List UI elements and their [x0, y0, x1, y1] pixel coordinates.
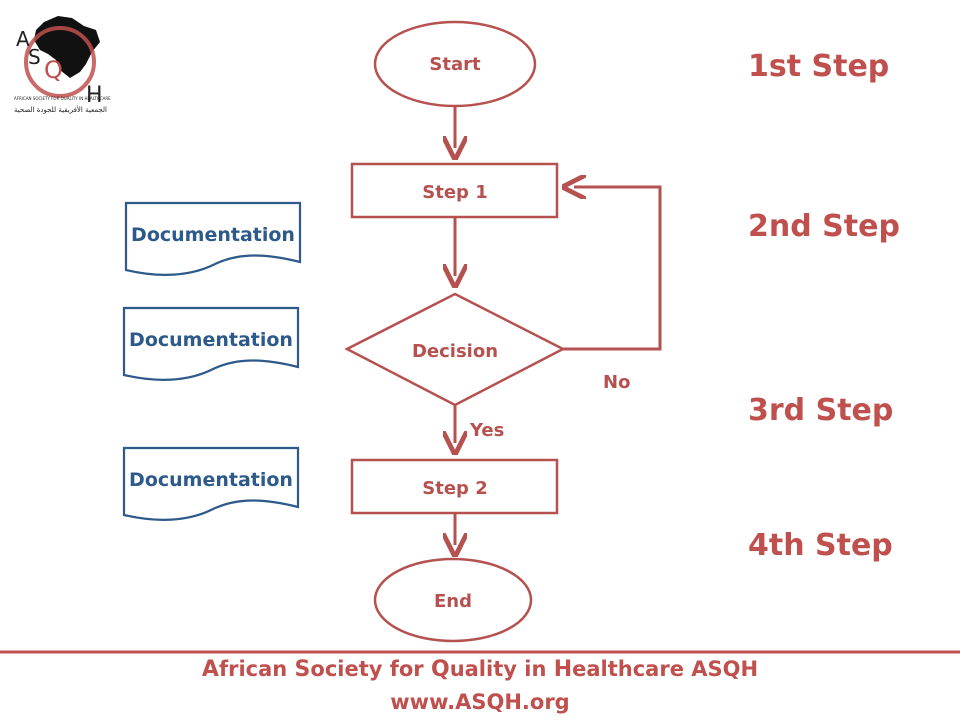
- logo-subtitle-ar: الجمعية الأفريقية للجودة الصحية: [14, 105, 107, 114]
- asqh-logo: A S Q H AFRICAN SOCIETY FOR QUALITY IN H…: [14, 16, 111, 114]
- footer-part-1-cap: A: [201, 657, 219, 682]
- footer-part-4-rest: ealthcare ASQH: [572, 657, 759, 681]
- documentation-label-1: Documentation: [131, 224, 295, 246]
- arrow-decision-no-loop: [563, 187, 662, 351]
- logo-red-ring-icon: [24, 26, 96, 98]
- footer-part-4-cap: H: [553, 657, 573, 682]
- documentation-box-1: Documentation: [124, 201, 302, 276]
- end-node: [373, 557, 533, 643]
- footer-part-3-rest: uality in: [449, 657, 554, 681]
- documentation-label-3: Documentation: [129, 469, 293, 491]
- logo-letter-a: A: [16, 27, 30, 51]
- logo-letter-s: S: [28, 45, 41, 69]
- yes-label: Yes: [469, 420, 504, 441]
- decision-label: Decision: [412, 341, 498, 362]
- no-label: No: [603, 372, 630, 393]
- logo-letter-h: H: [86, 83, 103, 108]
- step-label-2nd: 2nd Step: [748, 209, 900, 244]
- step1-box: [350, 162, 559, 219]
- step1-label: Step 1: [422, 182, 487, 203]
- footer-website-link[interactable]: www.ASQH.org: [390, 690, 570, 714]
- documentation-box-3: Documentation: [122, 446, 300, 521]
- step2-box: [350, 458, 559, 515]
- footer-part-2-cap: S: [294, 657, 311, 682]
- step-label-1st: 1st Step: [748, 49, 889, 84]
- logo-subtitle-en: AFRICAN SOCIETY FOR QUALITY IN HEALTHCAR…: [14, 96, 111, 101]
- footer-part-2-rest: ociety for: [310, 657, 431, 681]
- documentation-label-2: Documentation: [129, 329, 293, 351]
- footer-organization-name: African Society for Quality in Healthcar…: [0, 657, 960, 682]
- footer-part-3-cap: Q: [430, 657, 450, 682]
- step-label-4th: 4th Step: [748, 528, 893, 563]
- step-label-3rd: 3rd Step: [748, 393, 893, 428]
- documentation-box-2: Documentation: [122, 306, 300, 381]
- end-label: End: [434, 591, 472, 612]
- footer-part-1-rest: frican: [218, 657, 295, 681]
- start-label: Start: [429, 54, 481, 75]
- africa-map-icon: [34, 16, 100, 78]
- logo-letter-q: Q: [44, 56, 63, 84]
- step2-label: Step 2: [422, 478, 487, 499]
